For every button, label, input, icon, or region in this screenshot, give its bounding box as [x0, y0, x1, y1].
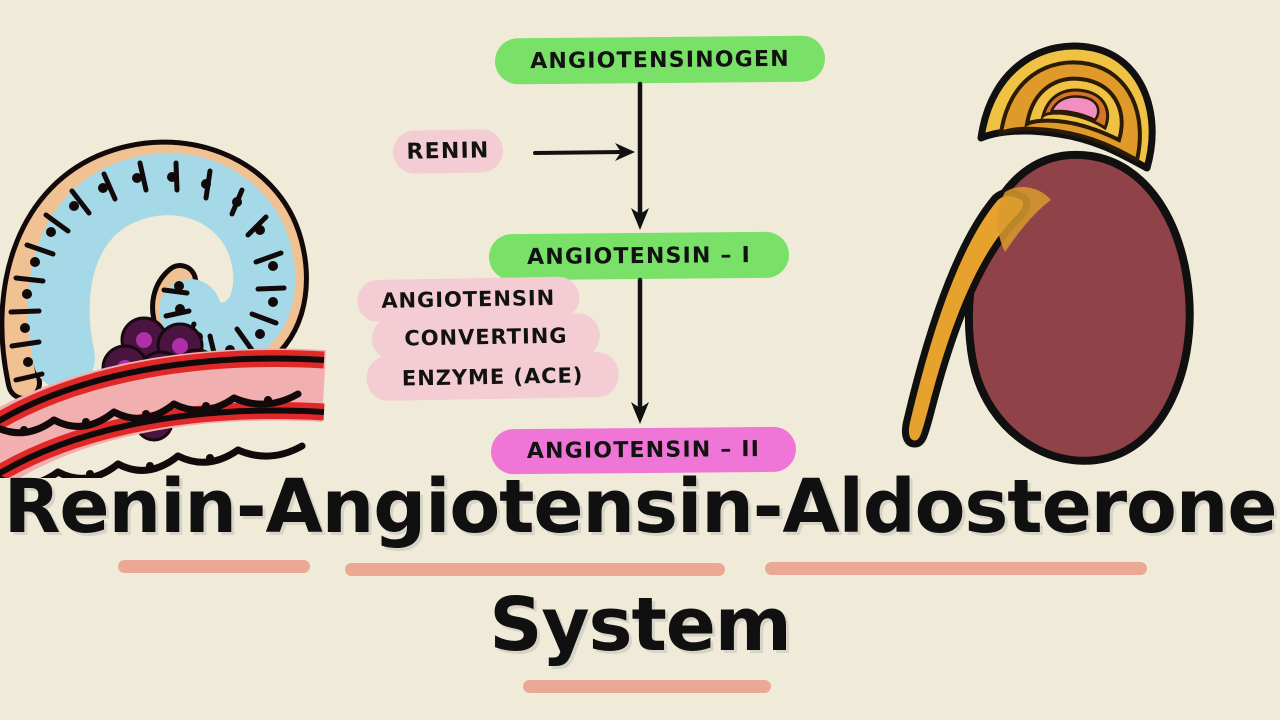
arteriole-lower-outline: [0, 407, 325, 477]
page-title: Renin-Angiotensin-Aldosterone System: [0, 470, 1280, 693]
arrow-angiotensinogen-to-angiotensin1: [631, 81, 649, 230]
kidney-svg: [901, 42, 1194, 465]
kidney-illustration: [845, 20, 1245, 494]
title-underline-4: [523, 680, 771, 693]
adrenal-gland: [977, 42, 1156, 172]
juxtaglomerular-apparatus-illustration: [0, 78, 334, 489]
title-underline-2: [345, 563, 725, 576]
title-line-1-wrapper: Renin-Angiotensin-Aldosterone: [0, 470, 1280, 576]
afferent-arteriole: [0, 348, 327, 489]
title-line-1: Renin-Angiotensin-Aldosterone: [3, 464, 1278, 550]
renal-hilum: [997, 186, 1051, 252]
title-underline-3: [765, 562, 1147, 575]
node-angiotensinogen[interactable]: ANGIOTENSINOGEN: [494, 35, 826, 85]
kidney-body: [964, 150, 1194, 465]
arrow-renin-to-conversion: [533, 143, 635, 161]
title-underline-1: [118, 560, 310, 573]
jga-svg: [0, 139, 327, 489]
endothelial-nuclei: [20, 396, 272, 486]
node-angiotensin-1[interactable]: ANGIOTENSIN – I: [488, 231, 790, 281]
title-line-2: System: [489, 582, 792, 668]
node-ace[interactable]: ANGIOTENSIN CONVERTING ENZYME (ACE): [355, 276, 625, 406]
ace-line-3: ENZYME (ACE): [366, 351, 620, 402]
arteriole-lumen: [0, 348, 327, 489]
arrow-angiotensin1-to-angiotensin2: [631, 277, 649, 424]
adrenal-medulla: [1049, 95, 1100, 122]
tubule-lumen: [27, 153, 296, 389]
arteriole-upper-outline: [0, 355, 325, 424]
node-renin[interactable]: RENIN: [392, 129, 504, 174]
title-line-2-wrapper: System: [0, 588, 1280, 693]
